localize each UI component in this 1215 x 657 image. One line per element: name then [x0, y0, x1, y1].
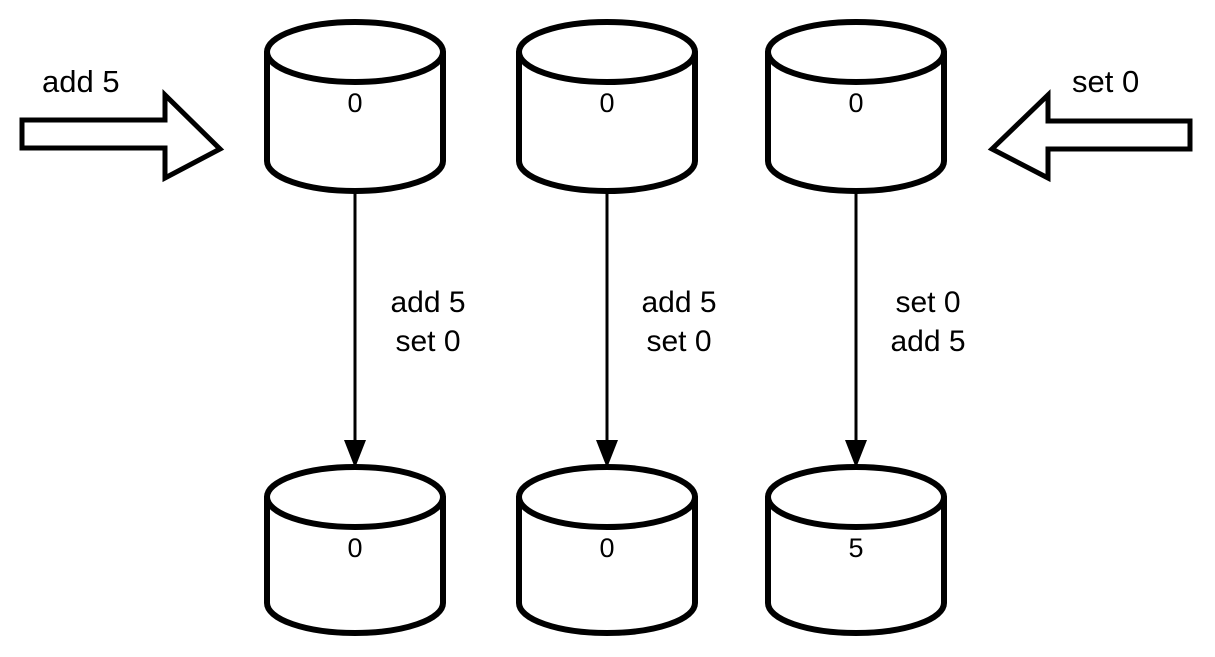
cylinder-top-ellipse — [765, 464, 947, 530]
replica-2-final-cylinder[interactable]: 0 — [516, 464, 698, 636]
replica-3-final-value: 5 — [848, 533, 863, 563]
cylinder-body — [264, 494, 446, 636]
external-op-left[interactable]: add 5 — [19, 64, 225, 183]
cylinder-top-ellipse — [264, 19, 446, 85]
replica-1-flow: add 5 set 0 — [344, 190, 466, 468]
replica-1-final-value: 0 — [347, 533, 362, 563]
replica-3-order-line-1: set 0 — [895, 286, 960, 319]
replica-2-initial-value: 0 — [599, 88, 614, 118]
external-op-left-label: add 5 — [42, 64, 120, 99]
block-arrow-left-icon — [987, 89, 1193, 183]
replica-2-order-line-2: set 0 — [646, 325, 711, 358]
replica-1-order-line-2: set 0 — [395, 325, 460, 358]
replica-3-final-cylinder[interactable]: 5 — [765, 464, 947, 636]
replica-3-order-line-2: add 5 — [890, 325, 965, 358]
cylinder-top-ellipse — [516, 19, 698, 85]
cylinder-body — [765, 494, 947, 636]
replica-1-initial-value: 0 — [347, 88, 362, 118]
external-op-right-label: set 0 — [1072, 64, 1139, 99]
replica-1-initial-cylinder[interactable]: 0 — [264, 19, 446, 194]
arrow-head-down-icon — [845, 440, 867, 468]
replica-2-flow: add 5 set 0 — [596, 190, 717, 468]
replica-2-order-line-1: add 5 — [641, 286, 716, 319]
arrow-head-down-icon — [344, 440, 366, 468]
external-op-right[interactable]: set 0 — [987, 64, 1193, 183]
replica-1-final-cylinder[interactable]: 0 — [264, 464, 446, 636]
replica-3-initial-value: 0 — [848, 88, 863, 118]
cylinder-top-ellipse — [264, 464, 446, 530]
replica-3-initial-cylinder[interactable]: 0 — [765, 19, 947, 194]
cylinder-top-ellipse — [765, 19, 947, 85]
replica-2-initial-cylinder[interactable]: 0 — [516, 19, 698, 194]
cylinder-top-ellipse — [516, 464, 698, 530]
replica-3-flow: set 0 add 5 — [845, 190, 966, 468]
arrow-head-down-icon — [596, 440, 618, 468]
cylinder-body — [516, 494, 698, 636]
replica-1-order-line-1: add 5 — [390, 286, 465, 319]
block-arrow-right-icon — [19, 89, 225, 183]
replica-2-final-value: 0 — [599, 533, 614, 563]
